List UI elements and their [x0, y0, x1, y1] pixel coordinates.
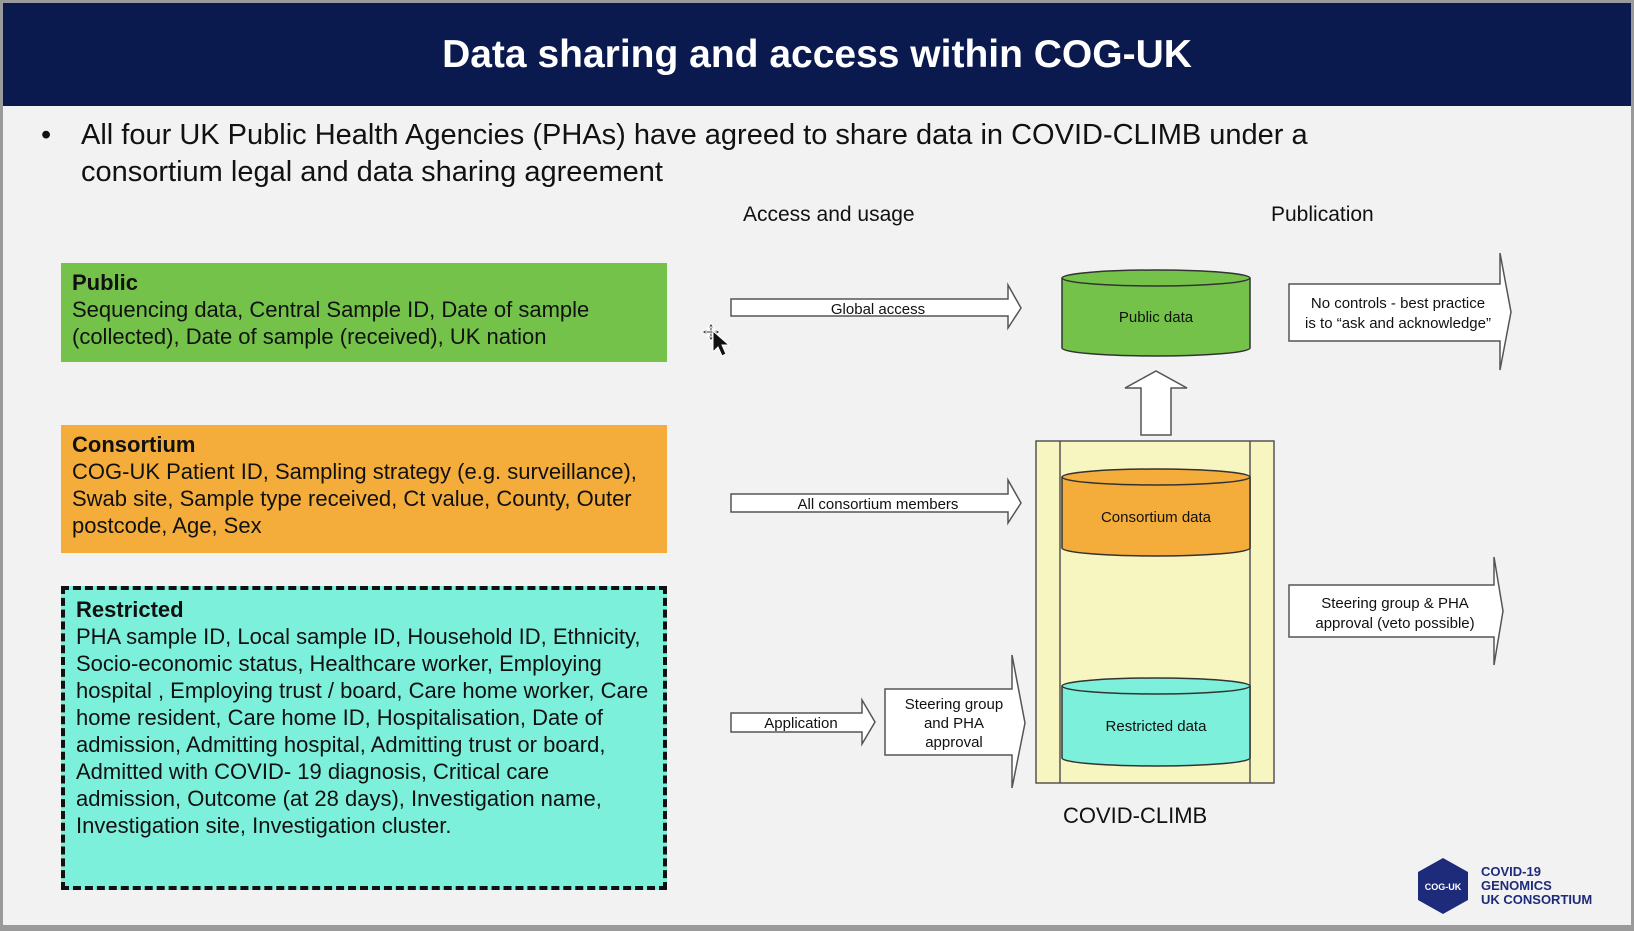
steering-label-line1: Steering group — [905, 696, 1003, 713]
public-publication-arrow: No controls - best practice is to “ask a… — [1288, 252, 1512, 371]
global-access-label: Global access — [831, 301, 925, 318]
tier-consortium-title: Consortium — [72, 432, 196, 457]
logo-line3: UK CONSORTIUM — [1481, 892, 1593, 907]
steering-label-line2: and PHA — [924, 715, 984, 732]
bullet-point: • All four UK Public Health Agencies (PH… — [41, 117, 1441, 191]
restricted-publication-arrow: Steering group & PHA approval (veto poss… — [1288, 556, 1504, 666]
upward-arrow — [1124, 370, 1188, 436]
bullet-icon: • — [41, 119, 52, 151]
restricted-data-label: Restricted data — [1106, 718, 1208, 735]
tier-consortium-fields: COG-UK Patient ID, Sampling strategy (e.… — [72, 459, 637, 538]
logo-text: COVID-19 GENOMICS UK CONSORTIUM — [1481, 865, 1592, 907]
consortium-data-label: Consortium data — [1101, 509, 1212, 526]
steering-label-line3: approval — [925, 734, 983, 751]
public-data-cylinder: Public data — [1061, 269, 1251, 357]
all-consortium-arrow: All consortium members — [730, 477, 1022, 526]
consortium-data-cylinder: Consortium data — [1061, 468, 1251, 557]
public-data-label: Public data — [1119, 309, 1194, 326]
title-bar: Data sharing and access within COG-UK — [3, 3, 1631, 106]
public-publication-line1: No controls - best practice — [1311, 295, 1485, 312]
tier-restricted-title: Restricted — [76, 597, 184, 622]
steering-approval-arrow: Steering group and PHA approval — [884, 654, 1026, 789]
tier-restricted-box: Restricted PHA sample ID, Local sample I… — [61, 586, 667, 890]
move-cursor-icon — [703, 322, 731, 357]
tier-consortium-box: Consortium COG-UK Patient ID, Sampling s… — [61, 425, 667, 553]
all-consortium-label: All consortium members — [798, 496, 959, 513]
cog-uk-logo-icon: COG-UK — [1418, 858, 1468, 914]
restricted-data-cylinder: Restricted data — [1061, 677, 1251, 767]
data-flow-diagram: Global access All consortium members App… — [730, 252, 1512, 789]
application-label: Application — [764, 715, 837, 732]
bullet-text: All four UK Public Health Agencies (PHAs… — [81, 119, 1308, 188]
logo-line1: COVID-19 — [1481, 864, 1541, 879]
slide: Data sharing and access within COG-UK • … — [3, 3, 1631, 925]
global-access-arrow: Global access — [730, 282, 1022, 331]
header-access-and-usage: Access and usage — [743, 203, 915, 226]
slide-title: Data sharing and access within COG-UK — [442, 32, 1192, 76]
tier-public-title: Public — [72, 270, 139, 295]
public-publication-line2: is to “ask and acknowledge” — [1305, 315, 1491, 332]
tier-restricted-fields: PHA sample ID, Local sample ID, Househol… — [76, 624, 649, 838]
restricted-publication-line1: Steering group & PHA — [1321, 595, 1469, 612]
tier-public-fields: Sequencing data, Central Sample ID, Date… — [72, 297, 590, 349]
tier-public-box: Public Sequencing data, Central Sample I… — [61, 263, 667, 362]
header-publication: Publication — [1271, 203, 1374, 226]
covid-climb-label: COVID-CLIMB — [1063, 803, 1208, 828]
logo-badge-text: COG-UK — [1425, 882, 1462, 892]
restricted-publication-line2: approval (veto possible) — [1315, 615, 1474, 632]
application-arrow: Application — [730, 697, 876, 747]
logo-line2: GENOMICS — [1481, 878, 1552, 893]
